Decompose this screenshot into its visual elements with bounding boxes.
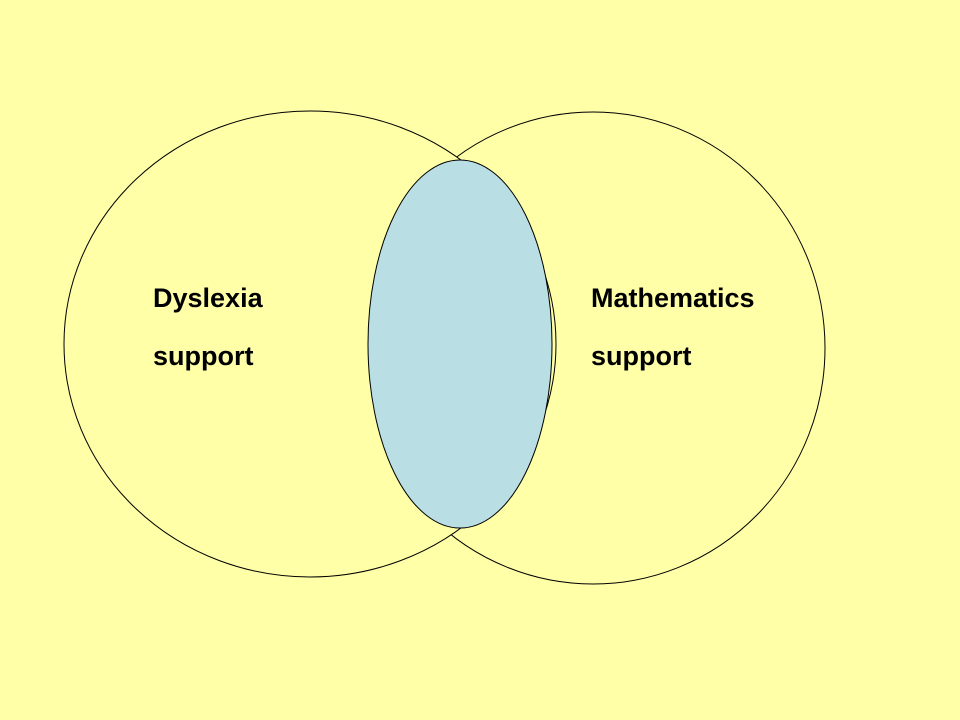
left-set-label-line1: Dyslexia	[153, 283, 263, 313]
right-set-label-line2: support	[591, 341, 692, 371]
right-set-label-line1: Mathematics	[591, 283, 755, 313]
left-set-label-line2: support	[153, 341, 254, 371]
overlap-region	[367, 159, 553, 529]
